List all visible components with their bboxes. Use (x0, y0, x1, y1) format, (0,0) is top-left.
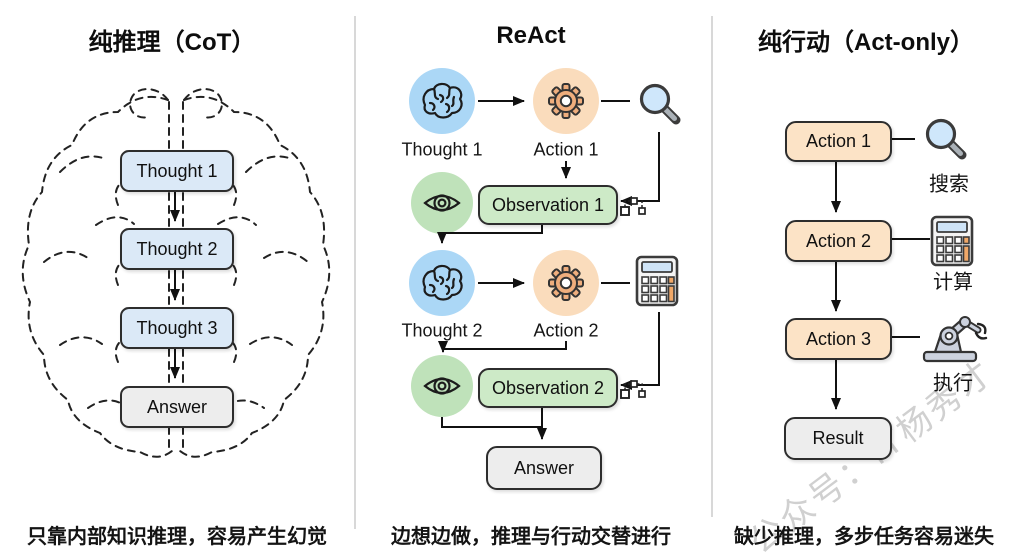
magnifier-icon (642, 86, 677, 121)
calculator-icon (930, 215, 974, 267)
react-thought1-label: Thought 1 (401, 139, 483, 160)
act-tool-exec-label: 执行 (933, 372, 973, 395)
act-tool-search-label: 搜索 (929, 173, 969, 196)
react-thought2-label: Thought 2 (401, 320, 483, 341)
act-action3-node: Action 3 (785, 318, 892, 360)
cot-thought1-node: Thought 1 (120, 150, 234, 192)
gear-icon (548, 83, 584, 119)
react-panel-caption: 边想边做，推理与行动交替进行 (391, 526, 671, 548)
react-observation1-node: Observation 1 (478, 185, 618, 225)
act-panel-title: 纯行动（Act-only） (758, 29, 974, 56)
react-observation2-node: Observation 2 (478, 368, 618, 408)
react-step-circles (409, 68, 599, 417)
magnifier-icon (928, 121, 963, 156)
cot-thought2-node: Thought 2 (120, 228, 234, 270)
robot-arm-icon (924, 317, 986, 361)
calculator-icon (635, 255, 679, 307)
cot-panel-caption: 只靠内部知识推理，容易产生幻觉 (27, 526, 327, 548)
react-action2-label: Action 2 (533, 320, 599, 341)
react-panel-title: ReAct (496, 22, 566, 49)
act-action2-node: Action 2 (785, 220, 892, 262)
cot-panel-title: 纯推理（CoT） (88, 29, 256, 56)
act-result-node: Result (784, 417, 892, 460)
act-flow-lines (831, 138, 930, 410)
cot-thought3-node: Thought 3 (120, 307, 234, 349)
dashed-brain-outline-icon (21, 88, 331, 458)
act-action1-node: Action 1 (785, 121, 892, 162)
column-dividers (354, 16, 713, 529)
act-panel-caption: 缺少推理，多步任务容易迷失 (734, 526, 994, 548)
act-tool-calc-label: 计算 (933, 271, 973, 294)
cot-answer-node: Answer (120, 386, 234, 428)
network-nodes-icon (620, 380, 646, 399)
gear-icon (548, 265, 584, 301)
react-answer-node: Answer (486, 446, 602, 490)
react-action1-label: Action 1 (533, 139, 599, 160)
